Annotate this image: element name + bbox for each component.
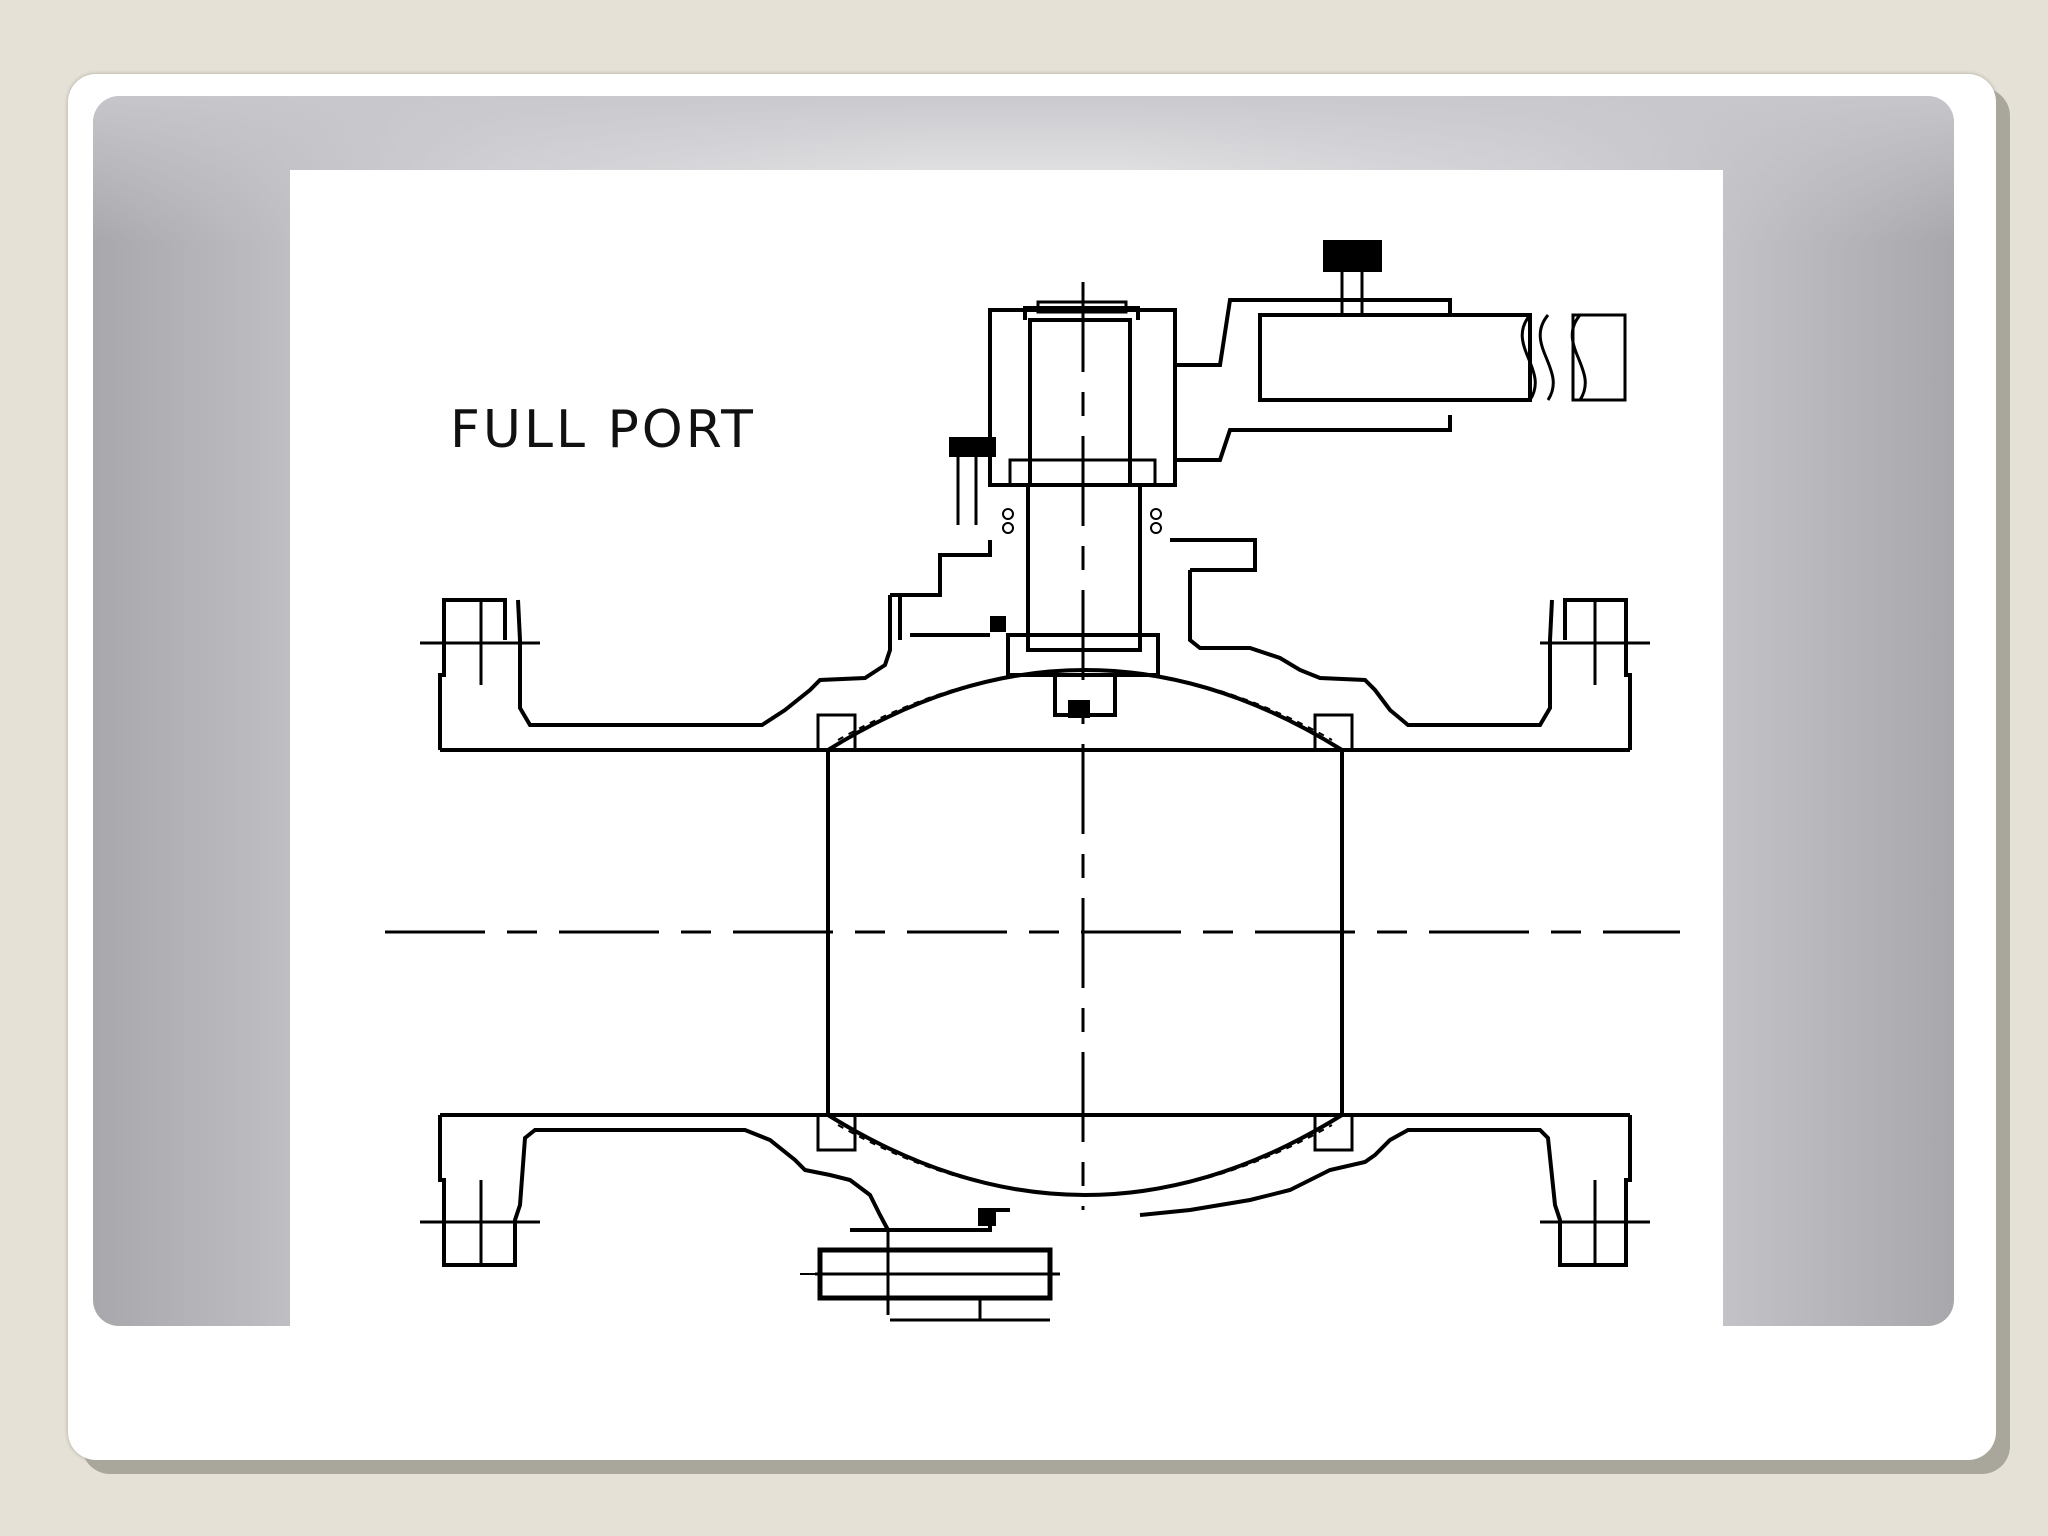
right-flange-body: [1139, 570, 1650, 1267]
packing-seals: [949, 437, 1162, 534]
lever-handle: [1175, 240, 1627, 462]
bore-lines: [440, 748, 1630, 1117]
centerlines: [385, 282, 1680, 1210]
gland-nut: [988, 300, 1177, 487]
bottom-trunnion: [800, 1208, 1060, 1322]
stem: [990, 483, 1160, 718]
valve-drawing-panel: FULL PORT: [290, 170, 1723, 1340]
left-flange-body: [420, 595, 892, 1267]
seat-rings: [816, 713, 1354, 1152]
ball: [826, 668, 1344, 1197]
ball-valve-cross-section: [385, 240, 1680, 1322]
bonnet: [890, 458, 1257, 640]
diagram-title: FULL PORT: [450, 400, 756, 460]
